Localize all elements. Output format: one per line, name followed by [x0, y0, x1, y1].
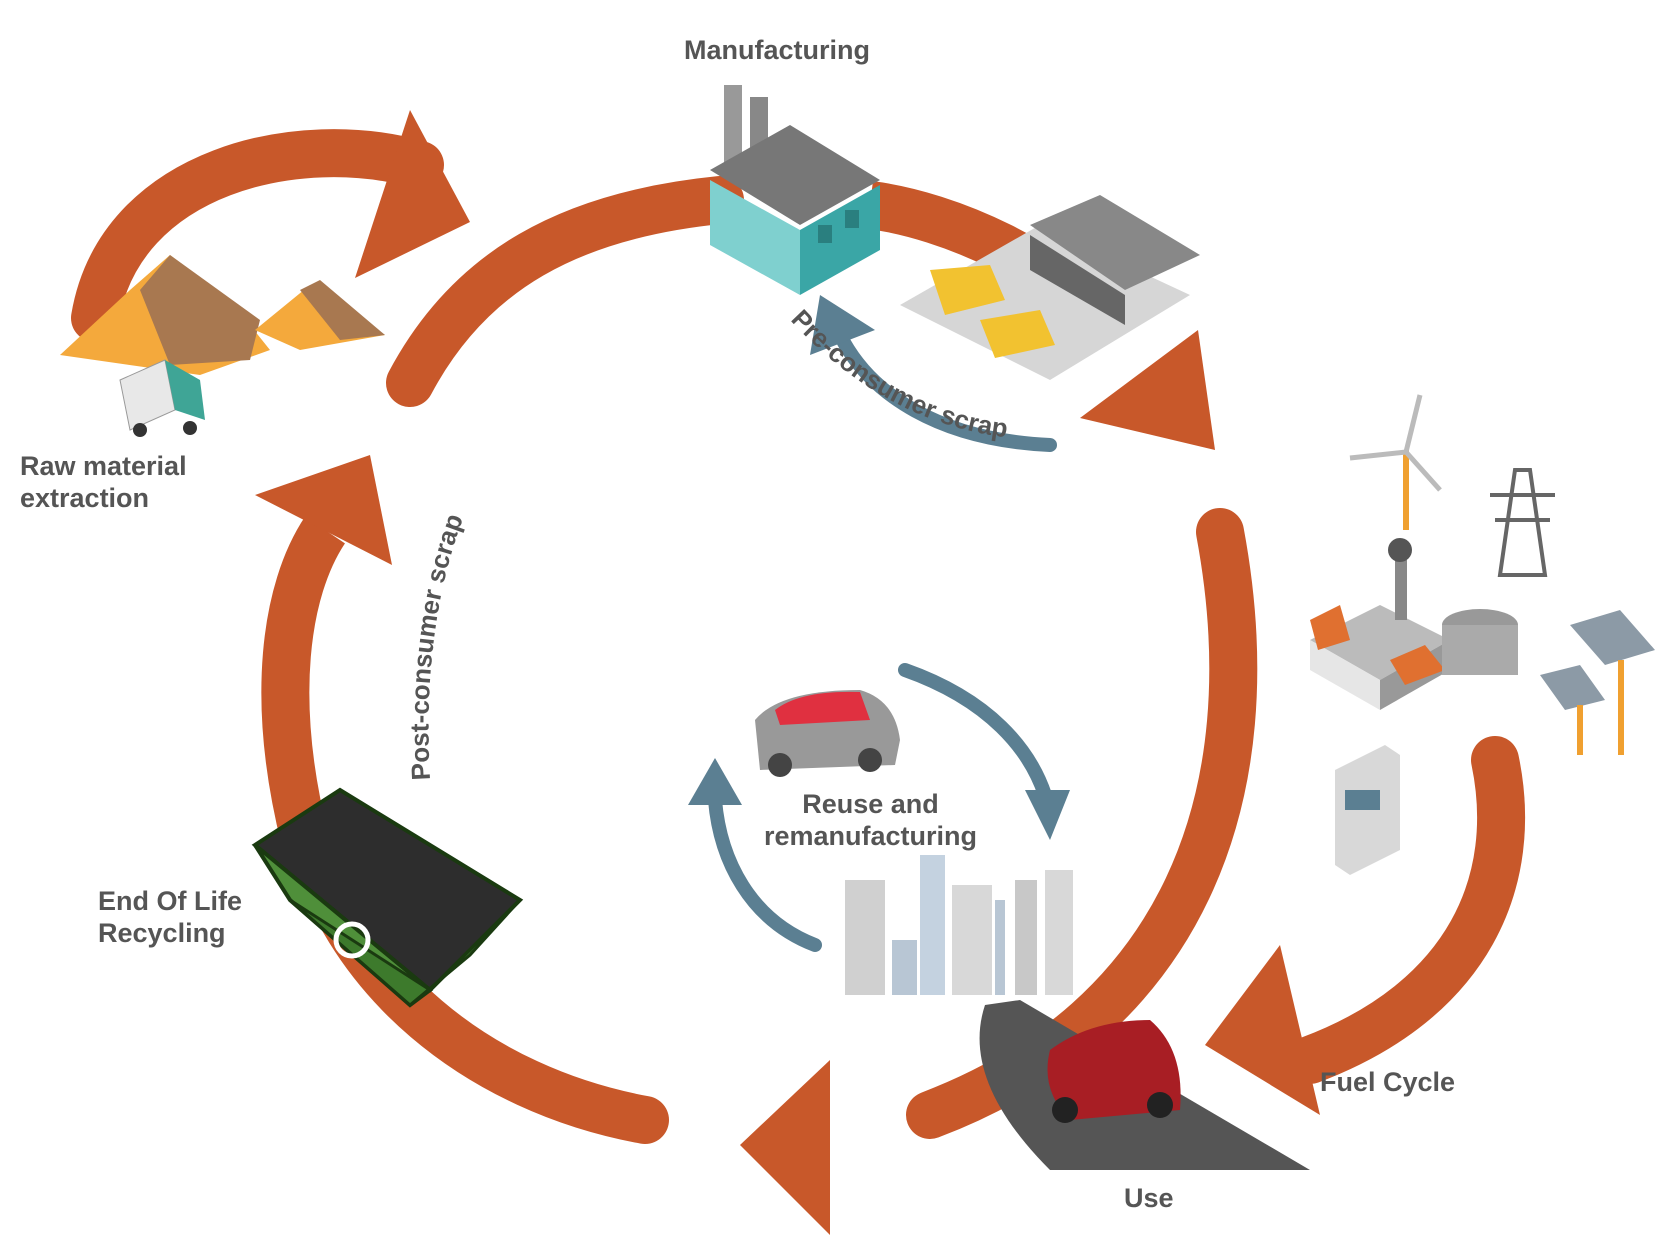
raw-material-label: Raw material extraction — [20, 450, 187, 514]
use-arrowhead — [740, 1060, 830, 1235]
pre-consumer-arrowhead — [810, 295, 875, 355]
reuse-label-line2: remanufacturing — [764, 821, 978, 851]
end-of-life-label: End Of Life Recycling — [98, 885, 242, 949]
power-pylon-icon — [1490, 468, 1555, 577]
red-car-icon — [755, 690, 900, 777]
factory-icon — [710, 85, 880, 295]
recycling-skip-icon — [251, 787, 524, 1008]
solar-panel-icon — [1540, 610, 1655, 755]
manufacturing-label: Manufacturing — [684, 35, 870, 65]
fuel-pump-icon — [1335, 745, 1400, 875]
reuse-label: Reuse and remanufacturing — [764, 788, 977, 852]
inner-flows — [688, 295, 1070, 952]
fuel-cycle-arrow — [1286, 736, 1526, 1084]
to-raw-material-arrow — [261, 516, 346, 846]
wind-turbine-icon — [1349, 394, 1442, 530]
raw-return-arrowhead — [255, 455, 392, 565]
post-consumer-scrap-label: Post-consumer scrap — [405, 510, 469, 781]
delivery-truck-icon — [119, 359, 205, 437]
fuel-cycle-label: Fuel Cycle — [1320, 1067, 1456, 1097]
raw-material-label-line2: extraction — [20, 483, 150, 513]
reuse-arrow-left — [708, 793, 822, 952]
raw-material-label-line1: Raw material — [20, 451, 187, 481]
recycle-symbol-icon — [333, 921, 371, 959]
reuse-arrowhead-left — [688, 758, 742, 805]
end-of-life-label-line1: End Of Life — [98, 886, 242, 916]
raw-material-arrow — [71, 129, 444, 342]
manufacturing-arrowhead — [1080, 330, 1215, 450]
car-plant-icon — [900, 195, 1200, 380]
to-manufacturing-arrow — [386, 176, 744, 407]
fuel-cycle-arrowhead — [1205, 945, 1320, 1115]
end-of-life-label-line2: Recycling — [98, 918, 226, 948]
reuse-label-line1: Reuse and — [802, 789, 939, 819]
pre-consumer-arrow — [833, 328, 1057, 452]
reuse-arrow-right — [898, 663, 1052, 802]
reuse-arrowhead-right — [1025, 790, 1070, 840]
sand-pile-icon — [60, 255, 385, 375]
power-plant-icon — [1310, 538, 1518, 710]
raw-material-arrowhead — [355, 110, 470, 278]
use-label: Use — [1124, 1183, 1174, 1213]
city-buildings-icon — [845, 855, 1073, 995]
road-car-icon — [979, 1000, 1310, 1170]
